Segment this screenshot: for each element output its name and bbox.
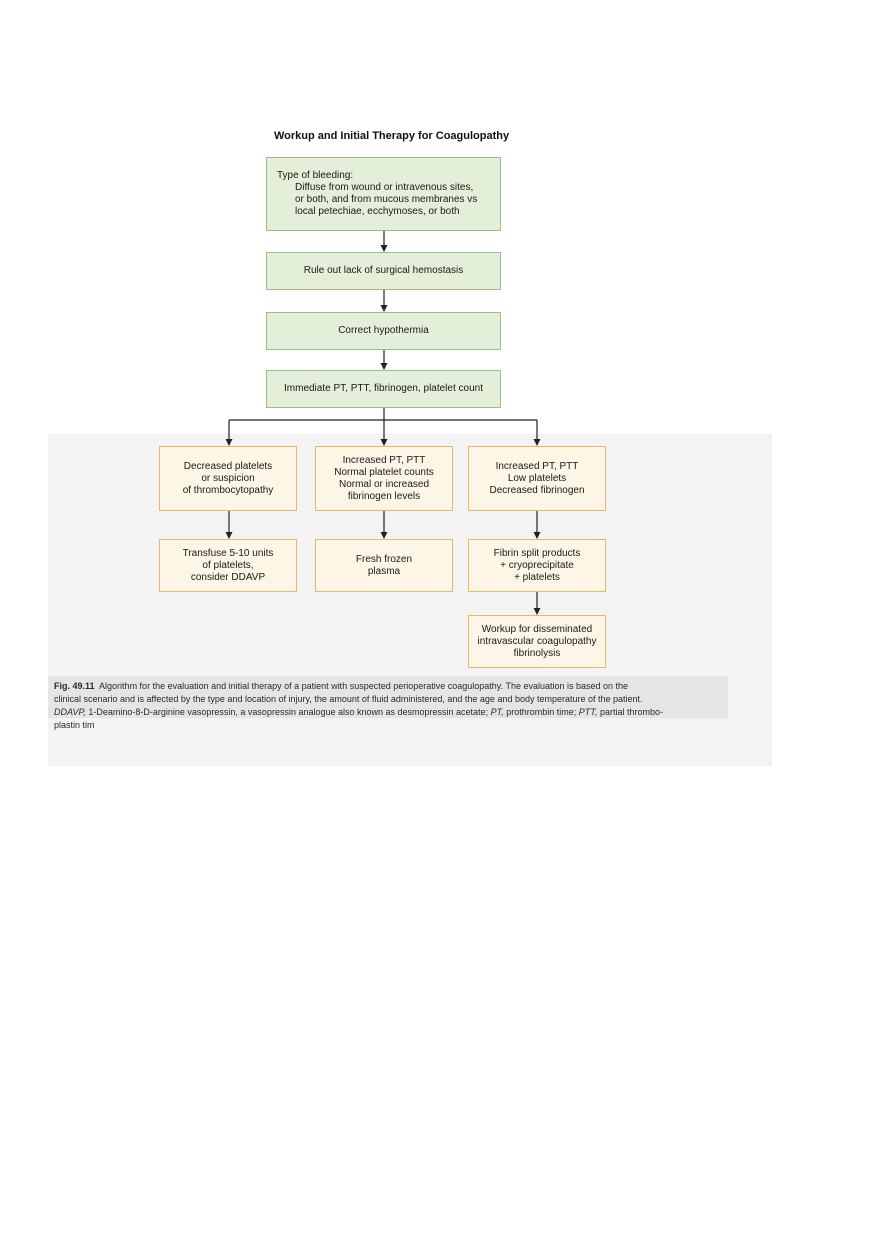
box-transfuse-line: consider DDAVP [190, 571, 266, 583]
box-transfuse-line: Transfuse 5-10 units [182, 547, 274, 559]
box-dic-line: Workup for disseminated [481, 623, 593, 635]
box-increased-pt-low-platelets: Increased PT, PTT Low platelets Decrease… [468, 446, 606, 511]
box-decreased-platelets-line: Decreased platelets [183, 460, 273, 472]
caption-band [48, 676, 728, 718]
box-transfuse-platelets: Transfuse 5-10 units of platelets, consi… [159, 539, 297, 592]
box-immediate-labs-label: Immediate PT, PTT, fibrinogen, platelet … [284, 383, 483, 394]
box-increased-pt-low-line: Increased PT, PTT [495, 460, 579, 472]
box-increased-pt-normal-platelets: Increased PT, PTT Normal platelet counts… [315, 446, 453, 511]
box-bleeding-type-line: or both, and from mucous membranes vs [295, 194, 478, 205]
box-rule-out-hemostasis: Rule out lack of surgical hemostasis [266, 252, 501, 290]
box-dic-workup: Workup for disseminated intravascular co… [468, 615, 606, 668]
box-increased-pt-normal-line: Normal platelet counts [334, 466, 434, 478]
box-bleeding-type-line: Diffuse from wound or intravenous sites, [295, 182, 474, 193]
caption-definition: partial thrombo- [597, 707, 664, 717]
box-decreased-platelets-line: of thrombocytopathy [182, 484, 274, 496]
box-dic-line: fibrinolysis [513, 647, 561, 659]
diagram-title: Workup and Initial Therapy for Coagulopa… [274, 130, 510, 142]
box-rule-out-hemostasis-label: Rule out lack of surgical hemostasis [303, 265, 464, 276]
caption-abbreviation: PTT, [578, 707, 598, 717]
box-ffp-line: plasma [367, 565, 401, 577]
box-correct-hypothermia: Correct hypothermia [266, 312, 501, 350]
figure-caption: Fig. 49.11 Algorithm for the evaluation … [54, 680, 718, 732]
box-increased-pt-low-line: Decreased fibrinogen [489, 484, 585, 496]
box-increased-pt-normal-line: Increased PT, PTT [342, 454, 426, 466]
box-correct-hypothermia-label: Correct hypothermia [338, 325, 429, 336]
caption-abbreviation: PT, [490, 707, 504, 717]
box-bleeding-type: Type of bleeding: Diffuse from wound or … [266, 157, 501, 231]
caption-abbreviation: DDAVP, [54, 707, 86, 717]
box-increased-pt-low-line: Low platelets [507, 472, 567, 484]
box-fibrin-line: + platelets [514, 571, 560, 583]
caption-definition: prothrombin time; [503, 707, 579, 717]
caption-text: Algorithm for the evaluation and initial… [99, 681, 629, 691]
box-bleeding-type-line: local petechiae, ecchymoses, or both [295, 206, 460, 217]
box-fibrin-line: Fibrin split products [493, 547, 581, 559]
box-fresh-frozen-plasma: Fresh frozen plasma [315, 539, 453, 592]
caption-definition: 1-Deamino-8-D-arginine vasopressin, a va… [85, 707, 491, 717]
box-ffp-line: Fresh frozen [355, 553, 413, 565]
box-transfuse-line: of platelets, [202, 559, 254, 571]
caption-line-2: clinical scenario and is affected by the… [54, 694, 643, 704]
box-increased-pt-normal-line: Normal or increased [338, 478, 430, 490]
box-bleeding-type-heading: Type of bleeding: [277, 170, 354, 181]
box-decreased-platelets-line: or suspicion [201, 472, 255, 484]
caption-line-3: DDAVP, 1-Deamino-8-D-arginine vasopressi… [54, 706, 718, 719]
box-fibrin-line: + cryoprecipitate [500, 559, 574, 571]
box-immediate-labs: Immediate PT, PTT, fibrinogen, platelet … [266, 370, 501, 408]
flow-connectors [225, 231, 541, 615]
caption-line-4: plastin tim [54, 720, 95, 730]
box-dic-line: intravascular coagulopathy [477, 635, 597, 647]
caption-figure-label: Fig. 49.11 [54, 681, 95, 691]
box-decreased-platelets: Decreased platelets or suspicion of thro… [159, 446, 297, 511]
box-increased-pt-normal-line: fibrinogen levels [347, 490, 421, 502]
caption-line-1: Fig. 49.11 Algorithm for the evaluation … [54, 680, 718, 693]
box-fibrin-split-products: Fibrin split products + cryoprecipitate … [468, 539, 606, 592]
